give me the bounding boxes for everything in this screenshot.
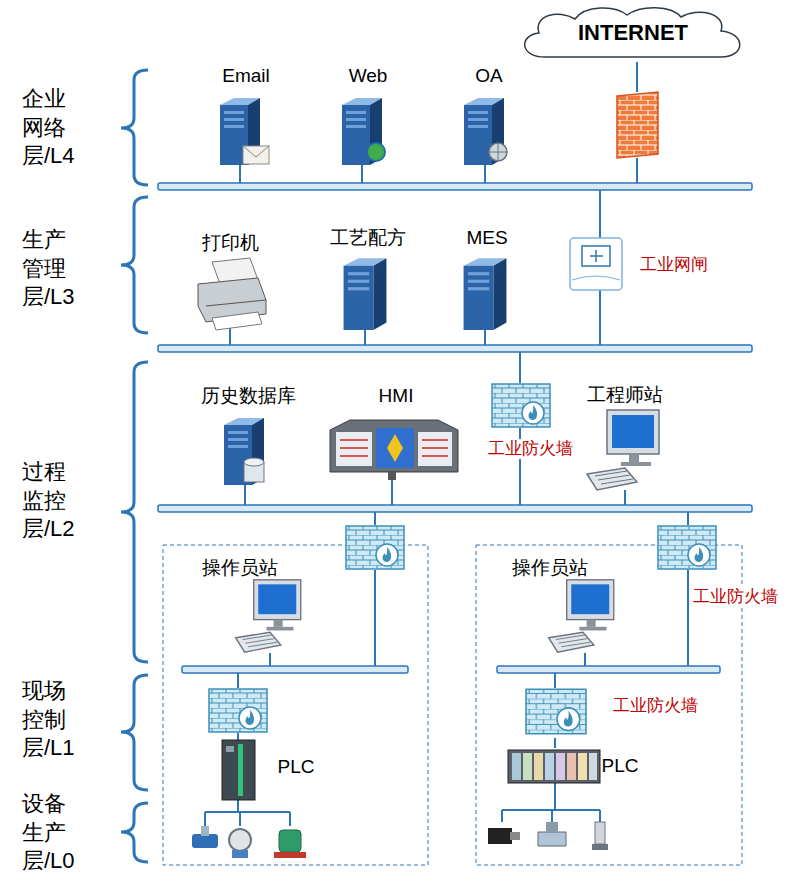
node-label: PLC	[602, 755, 639, 777]
network-link	[554, 738, 556, 748]
control-group-frame	[163, 545, 742, 865]
server-node: Email	[212, 62, 274, 168]
firewall-icon	[526, 689, 586, 733]
plc-node: PLC	[218, 738, 318, 802]
node-label: MES	[466, 227, 507, 249]
server-node: MES	[455, 224, 517, 332]
server-node: OA	[460, 62, 518, 168]
mail-icon	[243, 146, 269, 164]
node-label: OA	[475, 65, 502, 87]
hmi-node: HMI	[326, 382, 460, 480]
node-label: 操作员站	[512, 557, 588, 579]
node-label: 操作员站	[202, 557, 278, 579]
firewall-node: 工业防火墙	[522, 686, 706, 738]
firewall-icon	[658, 526, 716, 569]
pc-icon	[549, 580, 614, 652]
layer-label: 企业网络层/L4	[22, 85, 78, 171]
node-label: PLC	[278, 756, 315, 778]
cloud-node: INTERNET	[515, 5, 750, 63]
node-label: 工程师站	[587, 384, 663, 406]
gateway-node: 工业网闸	[566, 234, 720, 294]
plc-node: PLC	[505, 748, 640, 786]
layer-brackets	[121, 70, 148, 862]
layer-label: 设备生产层/L0	[22, 790, 78, 876]
firewall-node: 工业防火墙	[484, 380, 583, 462]
server-icon	[224, 418, 264, 485]
globe-icon	[367, 143, 385, 161]
workstation-node: 操作员站	[196, 554, 308, 652]
server-node: 工艺配方	[326, 224, 410, 332]
workstation-node: 工程师站	[582, 380, 668, 492]
hmi-icon	[330, 420, 458, 480]
server-node: Web	[338, 62, 398, 168]
node-label: 工业防火墙	[691, 587, 780, 607]
pc-icon	[236, 580, 301, 652]
layer-label: 生产管理层/L3	[22, 226, 78, 312]
firewall-icon	[492, 384, 550, 427]
plc-icon	[222, 740, 255, 800]
firewall-node: 工业防火墙	[654, 522, 790, 612]
gateway-icon	[570, 238, 622, 290]
plc-icon	[508, 750, 600, 783]
server-node: 历史数据库	[196, 382, 302, 488]
node-label: HMI	[379, 385, 414, 407]
workstation-node: 操作员站	[506, 554, 618, 652]
firewall-icon	[346, 526, 404, 569]
firewall-icon	[617, 92, 658, 158]
node-label: 工业网闸	[640, 255, 708, 275]
node-label: 工艺配方	[330, 227, 406, 249]
printer-node: 打印机	[193, 228, 267, 328]
server-icon	[344, 258, 387, 330]
node-label: 工业防火墙	[613, 696, 698, 716]
pc-icon	[587, 410, 659, 490]
layer-label: 过程监控层/L2	[22, 458, 78, 544]
layer-label: 现场控制层/L1	[22, 677, 78, 763]
node-label: Email	[222, 65, 270, 87]
server-icon	[464, 258, 507, 330]
node-label: 打印机	[202, 232, 259, 254]
network-bus	[158, 183, 752, 673]
node-label: Web	[349, 65, 388, 87]
globe-icon	[489, 143, 507, 161]
node-label: 历史数据库	[201, 385, 296, 407]
node-label: INTERNET	[578, 20, 688, 45]
firewall-icon	[209, 689, 267, 732]
printer-icon	[198, 258, 266, 330]
database-icon	[244, 458, 264, 482]
node-label: 工业防火墙	[486, 439, 575, 459]
field-device	[192, 822, 608, 858]
